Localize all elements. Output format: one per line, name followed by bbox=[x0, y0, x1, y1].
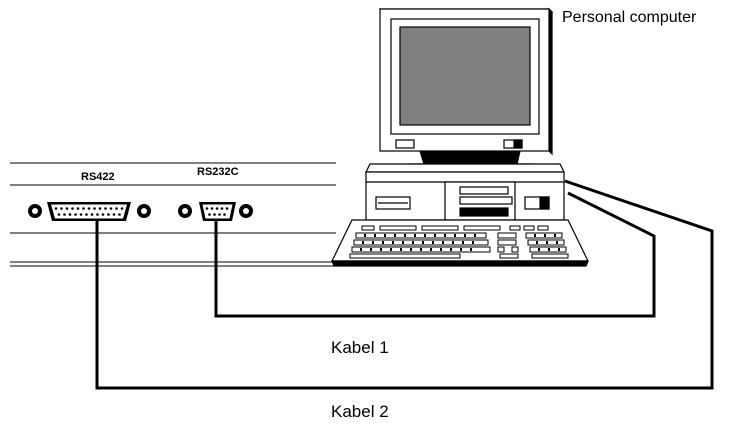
monitor-stand bbox=[419, 150, 521, 165]
monitor-screen bbox=[399, 26, 531, 126]
rs422-label: RS422 bbox=[81, 171, 115, 183]
computer-label: Personal computer bbox=[562, 9, 697, 26]
device-panel bbox=[10, 162, 336, 267]
cable-2-label: Kabel 2 bbox=[331, 402, 389, 421]
rs232c-connector bbox=[178, 202, 253, 221]
keyboard bbox=[331, 219, 589, 267]
rs232c-label: RS232C bbox=[197, 166, 239, 178]
cable-1 bbox=[214, 191, 656, 318]
system-unit bbox=[365, 163, 565, 221]
personal-computer bbox=[331, 7, 589, 267]
cable-1-label: Kabel 1 bbox=[331, 338, 389, 357]
rs232c-pins bbox=[205, 207, 229, 216]
cable-2 bbox=[95, 179, 714, 390]
rs422-pins bbox=[54, 207, 124, 216]
rs422-connector bbox=[28, 202, 151, 221]
monitor bbox=[378, 7, 554, 156]
